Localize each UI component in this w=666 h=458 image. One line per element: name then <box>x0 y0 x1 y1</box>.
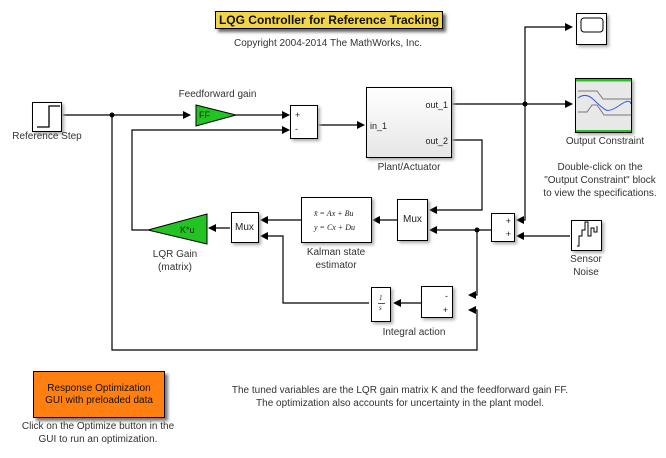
mux-block-measurement[interactable]: Mux <box>397 199 428 241</box>
mux-text: Mux <box>403 214 422 225</box>
reference-step-block[interactable] <box>32 102 62 132</box>
kalman-label-line-2: estimator <box>315 260 357 271</box>
response-optimization-button[interactable]: Response Optimization GUI with preloaded… <box>33 371 165 418</box>
plant-output-port-2: out_2 <box>425 136 448 146</box>
noise-icon <box>577 221 598 247</box>
integrator-block[interactable]: 1 s <box>371 287 391 322</box>
sensor-noise-block[interactable] <box>571 220 602 251</box>
scope-screen-icon <box>580 17 604 33</box>
optimize-hint-line-1: Click on the Optimize button in the <box>21 421 175 432</box>
sum-block-reference[interactable]: + - <box>290 105 318 139</box>
step-icon <box>37 105 60 128</box>
kalman-output-equation: y = Cx + Du <box>314 223 356 232</box>
integrator-numerator: 1 <box>379 294 383 302</box>
sum-block-integral[interactable]: - + <box>421 286 453 318</box>
signal-line <box>260 232 369 304</box>
branch-point <box>474 227 480 233</box>
kalman-label-line-1: Kalman state <box>306 247 366 258</box>
signal-line <box>468 230 478 299</box>
diagram-title: LQG Controller for Reference Tracking <box>215 11 443 29</box>
sensor-noise-label-line-2: Noise <box>573 267 599 278</box>
sum-block-noise[interactable]: + + <box>491 213 515 242</box>
sum-sign-plus: + <box>505 229 511 239</box>
kalman-estimator-block[interactable]: x̄ = Ax + Bu y = Cx + Du <box>301 197 372 243</box>
kalman-state-equation: x̄ = Ax + Bu <box>314 209 354 218</box>
branch-point <box>109 112 115 118</box>
button-label-line-2: GUI with preloaded data <box>45 394 153 406</box>
sum-sign-minus: - <box>445 291 448 301</box>
fraction-bar <box>378 303 385 304</box>
constraint-hint-line-2: "Output Constraint" block <box>544 175 656 186</box>
lqr-gain-block <box>147 213 208 245</box>
feedforward-gain-label: Feedforward gain <box>178 89 257 100</box>
signal-line <box>111 115 478 351</box>
button-label-line-1: Response Optimization <box>47 382 151 394</box>
output-constraint-block[interactable] <box>575 78 632 133</box>
sum-sign-plus: + <box>505 216 511 226</box>
sum-sign-plus: + <box>442 305 448 315</box>
integral-action-label: Integral action <box>382 327 446 338</box>
output-constraint-label: Output Constraint <box>565 136 645 147</box>
optimize-hint-line-2: GUI to run an optimization. <box>38 434 158 445</box>
plant-input-port: in_1 <box>370 121 388 131</box>
sum-sign-minus: - <box>295 124 298 134</box>
mux-block-controller[interactable]: Mux <box>231 212 259 243</box>
tuned-variables-note-line-1: The tuned variables are the LQR gain mat… <box>231 385 569 396</box>
feedforward-gain-block <box>195 104 238 127</box>
signal-line <box>516 104 526 224</box>
sum-sign-plus: + <box>295 110 301 120</box>
copyright-text: Copyright 2004-2014 The MathWorks, Inc. <box>233 38 423 49</box>
constraint-hint-line-1: Double-click on the <box>557 162 643 173</box>
branch-point <box>522 101 528 107</box>
reference-step-label: Reference Step <box>12 131 82 142</box>
lqr-gain-label-line-2: (matrix) <box>158 262 192 273</box>
plant-output-port-1: out_1 <box>425 100 448 110</box>
scope-block[interactable] <box>576 13 607 45</box>
lqr-gain-text: K*u <box>180 225 195 235</box>
signal-line <box>429 139 483 214</box>
sensor-noise-label-line-1: Sensor <box>570 254 602 265</box>
mux-text: Mux <box>235 222 254 233</box>
plant-label: Plant/Actuator <box>377 162 441 173</box>
plant-actuator-block[interactable]: in_1 out_1 out_2 <box>366 87 452 158</box>
tuned-variables-note-line-2: The optimization also accounts for uncer… <box>256 398 544 409</box>
signal-line <box>131 126 290 231</box>
feedforward-gain-text: FF <box>199 110 210 120</box>
constraint-hint-line-3: to view the specifications. <box>543 188 657 199</box>
signal-line <box>524 23 573 104</box>
lqr-gain-label-line-1: LQR Gain <box>152 249 198 260</box>
constraint-plot-icon <box>576 79 632 133</box>
integrator-denominator: s <box>379 304 382 312</box>
